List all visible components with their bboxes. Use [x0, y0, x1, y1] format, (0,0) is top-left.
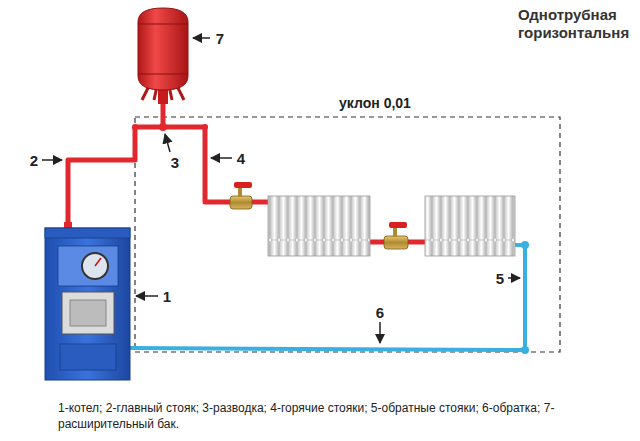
dashed-frame	[135, 117, 560, 352]
callout-number: 6	[376, 304, 384, 321]
radiator	[425, 196, 515, 256]
radiator	[268, 196, 370, 256]
expansion-tank	[138, 8, 188, 104]
slope-note: уклон 0,01	[339, 95, 411, 111]
callout-number: 3	[171, 154, 179, 171]
ball-valve	[384, 222, 408, 249]
caption: 1-котел; 2-главный стояк; 3-разводка; 4-…	[58, 400, 598, 432]
callout-number: 7	[216, 30, 224, 47]
callout-number: 2	[30, 152, 38, 169]
callout-number: 5	[496, 270, 504, 287]
callout-arrow	[42, 38, 520, 343]
diagram-title: Однотрубная горизонтальня	[518, 6, 633, 42]
supply-pipe	[68, 102, 425, 242]
pipe-joints	[132, 123, 208, 131]
callout-number: 1	[163, 288, 171, 305]
return-pipe	[130, 245, 525, 350]
boiler	[45, 222, 130, 380]
ball-valve	[230, 182, 252, 209]
callout-number: 4	[237, 150, 245, 167]
